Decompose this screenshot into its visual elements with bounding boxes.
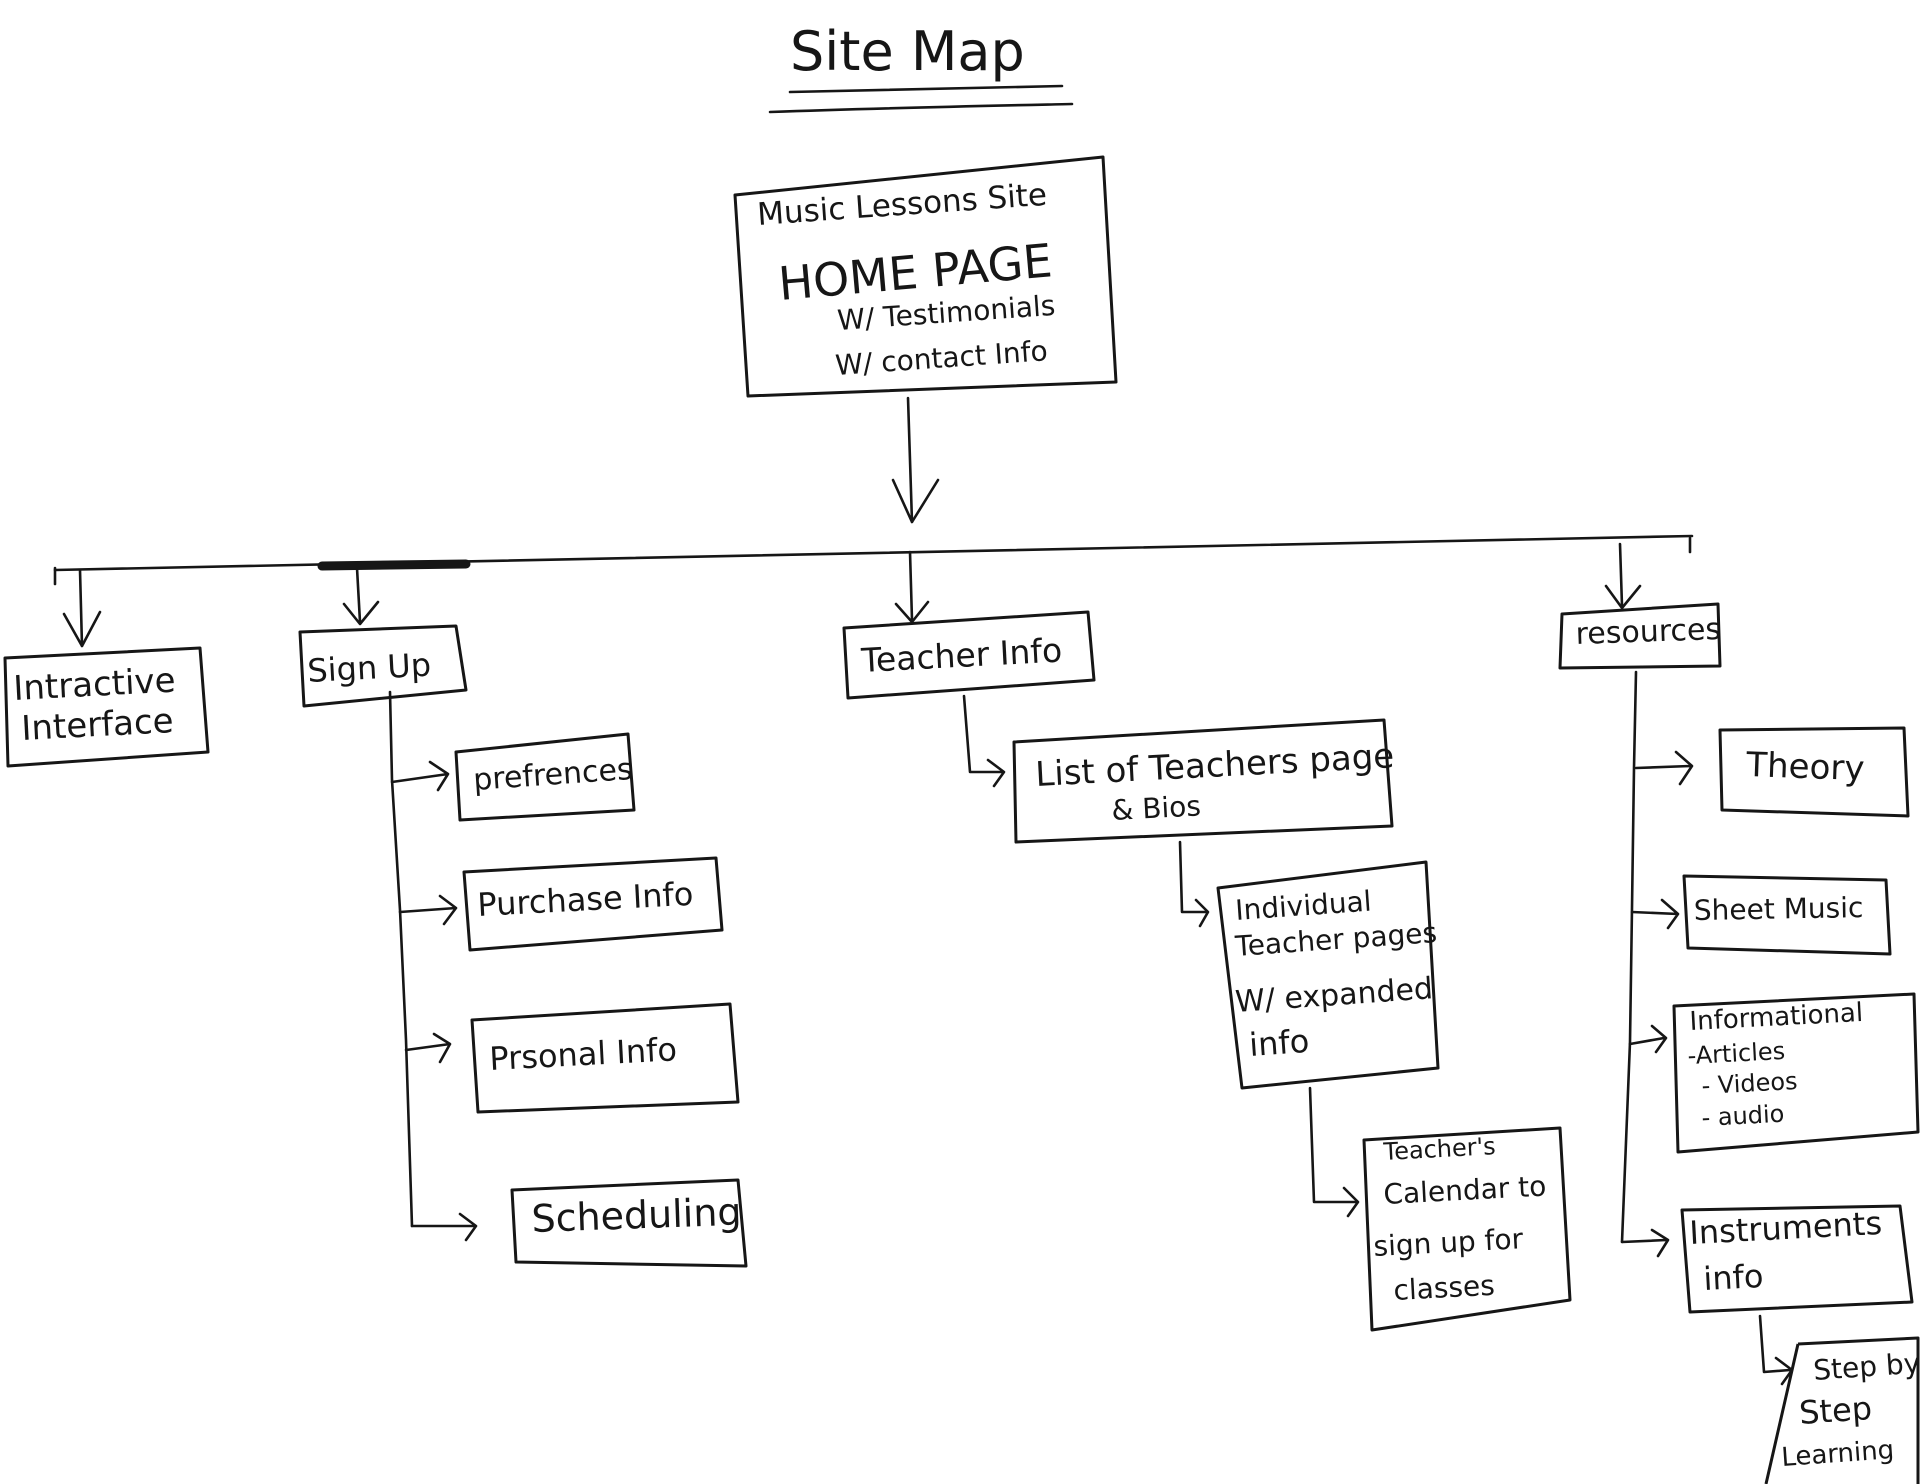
- teacher-to-list: [962, 694, 1006, 788]
- interactive-drop: [78, 568, 84, 648]
- preferences-label: prefrences: [472, 752, 634, 798]
- informational-node: Informational -Articles - Videos - audio: [1672, 992, 1920, 1154]
- title-underline-2: [768, 102, 1074, 114]
- instruments-info-node: Instruments info: [1680, 1204, 1914, 1314]
- preferences-box: [454, 732, 636, 822]
- purchase-info-box: [462, 856, 724, 952]
- title-underline-1: [788, 84, 1064, 94]
- instruments-to-step: [1758, 1314, 1794, 1386]
- teacher-arrowhead: [894, 600, 930, 624]
- teachers-list-node: List of Teachers page & Bios: [1012, 718, 1395, 844]
- signup-arrowhead: [342, 600, 380, 626]
- signup-to-scheduling: [410, 1212, 478, 1242]
- home-line-4: W/ contact Info: [834, 334, 1048, 382]
- purchase-info-node: Purchase Info: [462, 856, 724, 952]
- signup-drop: [355, 566, 362, 624]
- sheet-music-box: [1682, 874, 1892, 956]
- teacher-info-box: [842, 610, 1096, 700]
- list-to-individual: [1178, 840, 1210, 928]
- calendar-line-1: Teacher's: [1382, 1132, 1497, 1166]
- main-branch-heavy-mark: [317, 559, 471, 571]
- sign-up-label: Sign Up: [306, 646, 432, 690]
- signup-spine: [388, 690, 414, 1228]
- sign-up-box: [298, 624, 468, 708]
- teacher-calendar-box: [1362, 1126, 1572, 1332]
- scheduling-label: Scheduling: [531, 1190, 742, 1241]
- sheet-music-label: Sheet Music: [1694, 891, 1864, 927]
- resources-to-informational: [1628, 1024, 1668, 1054]
- personal-info-box: [470, 1002, 740, 1114]
- resources-spine: [1620, 670, 1638, 1244]
- teacher-info-node: Teacher Info: [842, 610, 1096, 700]
- teacher-info-label: Teacher Info: [859, 631, 1063, 681]
- resources-box: [1558, 602, 1722, 670]
- teacher-drop: [908, 550, 914, 622]
- signup-to-preferences: [390, 760, 450, 792]
- home-connector: [906, 396, 914, 524]
- purchase-info-label: Purchase Info: [476, 875, 694, 924]
- calendar-line-3: sign up for: [1373, 1222, 1525, 1263]
- individual-teacher-box: [1216, 860, 1440, 1090]
- resources-to-theory: [1634, 750, 1694, 786]
- personal-info-node: Prsonal Info: [470, 1002, 740, 1114]
- calendar-line-2: Calendar to: [1383, 1170, 1547, 1211]
- step-line-1: Step by: [1812, 1347, 1920, 1387]
- individual-line-1: Individual: [1234, 885, 1372, 927]
- resources-drop: [1618, 542, 1624, 608]
- resources-label: resources: [1575, 612, 1722, 652]
- teachers-list-line-2: & Bios: [1111, 789, 1202, 827]
- interactive-line-2: Interface: [20, 701, 174, 749]
- sheet-music-node: Sheet Music: [1682, 874, 1892, 956]
- teachers-list-line-1: List of Teachers page: [1034, 736, 1395, 795]
- resources-to-sheet: [1630, 898, 1680, 930]
- calendar-line-4: classes: [1393, 1269, 1496, 1307]
- individual-teacher-node: Individual Teacher pages W/ expanded inf…: [1216, 860, 1440, 1090]
- informational-line-3: - Videos: [1701, 1067, 1798, 1100]
- interactive-line-1: Intractive: [12, 661, 176, 709]
- teacher-calendar-node: Teacher's Calendar to sign up for classe…: [1362, 1126, 1572, 1332]
- home-page-node: Music Lessons Site HOME PAGE W/ Testimon…: [733, 155, 1118, 398]
- interactive-interface-node: Intractive Interface: [3, 646, 210, 768]
- instruments-line-2: info: [1702, 1257, 1764, 1298]
- home-arrowhead: [891, 478, 940, 524]
- theory-node: Theory: [1718, 726, 1910, 818]
- scheduling-node: Scheduling: [510, 1178, 748, 1268]
- instruments-line-1: Instruments: [1688, 1204, 1882, 1252]
- individual-line-4: info: [1248, 1022, 1311, 1064]
- signup-to-personal: [404, 1032, 452, 1064]
- theory-label: Theory: [1745, 745, 1865, 789]
- page-title: Site Map: [790, 20, 1025, 83]
- personal-info-label: Prsonal Info: [488, 1030, 677, 1078]
- instruments-info-box: [1680, 1204, 1914, 1314]
- preferences-node: prefrences: [454, 732, 636, 822]
- individual-line-3: W/ expanded: [1234, 971, 1434, 1020]
- individual-to-calendar: [1308, 1086, 1360, 1218]
- informational-box: [1672, 992, 1920, 1154]
- interactive-interface-box: [3, 646, 210, 768]
- resources-arrowhead: [1604, 584, 1642, 610]
- home-line-1: Music Lessons Site: [756, 177, 1048, 233]
- main-branch-line: [53, 534, 1694, 572]
- resources-node: resources: [1558, 602, 1722, 670]
- sign-up-node: Sign Up: [298, 624, 468, 708]
- informational-line-2: -Articles: [1687, 1037, 1786, 1070]
- step-learning-node: Step by Step Learning: [1764, 1336, 1920, 1484]
- teachers-list-box: [1012, 718, 1394, 844]
- signup-to-purchase: [398, 894, 458, 926]
- step-learning-box: [1764, 1336, 1920, 1484]
- step-line-3: Learning: [1780, 1435, 1895, 1473]
- resources-to-instruments: [1620, 1228, 1670, 1258]
- interactive-arrowhead: [62, 610, 102, 648]
- home-page-box: [733, 155, 1118, 398]
- theory-box: [1718, 726, 1910, 818]
- scheduling-box: [510, 1178, 748, 1268]
- informational-line-4: - audio: [1701, 1100, 1785, 1132]
- step-line-2: Step: [1798, 1389, 1873, 1432]
